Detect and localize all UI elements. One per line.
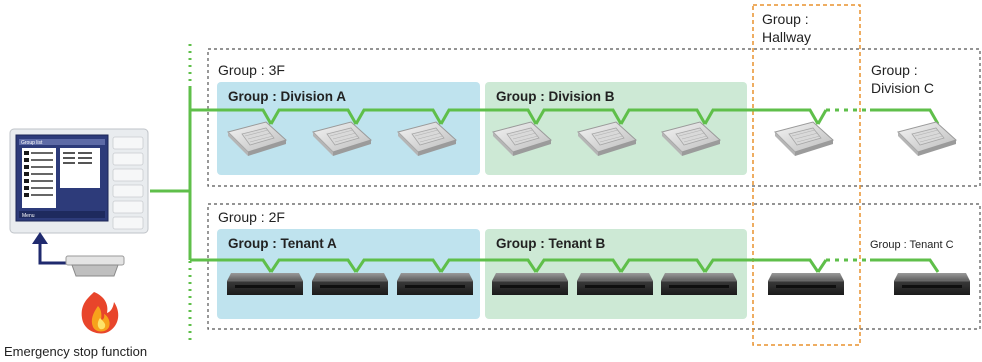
fire-icon bbox=[81, 292, 119, 334]
duct-unit-icon bbox=[491, 272, 569, 296]
controller-screen-footer: Menu bbox=[22, 213, 35, 219]
group-2f-frame bbox=[207, 203, 981, 330]
central-controller: Group list Menu bbox=[9, 128, 149, 234]
cassette-unit-icon bbox=[774, 121, 834, 157]
duct-unit-icon bbox=[576, 272, 654, 296]
division-c-label-line2: Division C bbox=[871, 80, 934, 96]
division-a-label: Group : Division A bbox=[228, 89, 346, 104]
duct-unit-icon bbox=[893, 272, 971, 296]
wiring-3f bbox=[190, 108, 940, 125]
tenant-c-label: Group : Tenant C bbox=[870, 239, 954, 251]
emergency-stop-label: Emergency stop function bbox=[4, 344, 147, 359]
emergency-signal-arrow bbox=[32, 232, 70, 265]
duct-unit-icon bbox=[767, 272, 845, 296]
duct-unit-icon bbox=[396, 272, 474, 296]
group-2f-label: Group : 2F bbox=[218, 209, 285, 225]
duct-unit-icon bbox=[660, 272, 738, 296]
hallway-frame bbox=[752, 4, 861, 346]
controller-screen-title: Group list bbox=[21, 140, 43, 146]
duct-unit-icon bbox=[226, 272, 304, 296]
group-3f-frame bbox=[207, 48, 981, 187]
hallway-label-line2: Hallway bbox=[762, 29, 811, 45]
division-b-label: Group : Division B bbox=[496, 89, 615, 104]
tenant-b-label: Group : Tenant B bbox=[496, 236, 605, 251]
cassette-unit-icon bbox=[897, 121, 957, 157]
division-c-label-line1: Group : bbox=[871, 62, 918, 78]
smoke-detector-icon bbox=[65, 255, 125, 277]
group-3f-label: Group : 3F bbox=[218, 62, 285, 78]
duct-unit-icon bbox=[311, 272, 389, 296]
tenant-a-label: Group : Tenant A bbox=[228, 236, 337, 251]
wiring-2f bbox=[190, 258, 940, 273]
hallway-label-line1: Group : bbox=[762, 11, 809, 27]
